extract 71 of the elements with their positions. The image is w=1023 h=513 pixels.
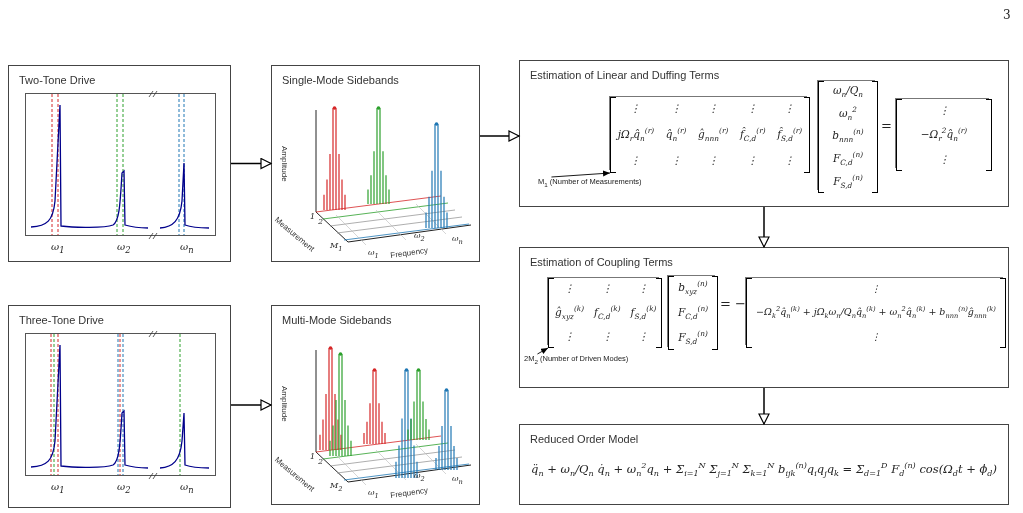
matrix-entry: ⋮ — [638, 331, 649, 343]
panel-card — [271, 305, 480, 505]
axis-tick-label: 1 — [310, 453, 316, 461]
matrix-entry: ⋮ — [630, 155, 642, 167]
panel-title: Two-Tone Drive — [19, 74, 96, 86]
axis-tick-label: ω$_{n}$ — [452, 475, 463, 486]
matrix-entry: ⋮ — [707, 103, 719, 115]
panel-title: Reduced Order Model — [530, 433, 639, 445]
panel-card — [271, 65, 480, 262]
matrix-entry: ⋮ — [707, 155, 719, 167]
axis-tick-label: ω$_{2}$ — [117, 482, 131, 495]
arrow — [230, 399, 272, 411]
equals-sign: = − — [720, 296, 746, 311]
axis-tick-label: ω$_{1}$ — [368, 249, 379, 260]
matrix-entry: ω$_{n}$/Q$_{n}$ — [832, 84, 864, 99]
matrix — [746, 278, 1006, 348]
arrow — [230, 157, 272, 170]
axis-tick-label: 1 — [310, 213, 316, 221]
panel-card — [519, 424, 1009, 505]
axis-tick-label: 2 — [318, 218, 324, 226]
matrix-entry: ⋮ — [630, 103, 642, 115]
axis-title: Amplitude — [280, 386, 288, 422]
arrow — [758, 387, 770, 425]
panel-card — [519, 247, 1009, 388]
panel-card — [8, 65, 231, 262]
axis-tick-label: ω$_{1}$ — [368, 489, 379, 500]
matrix-entry: ⋮ — [871, 331, 881, 343]
axis-tick-label: ω$_{1}$ — [51, 242, 65, 255]
matrix-entry: ⋮ — [938, 153, 950, 166]
equation: q̈$_{n}$ + ω$_{n}$/Q$_{n}$ q̇$_{n}$ + ω$_{n}$$^{2}$q$_{n}$ + Σ$_{i=1}$$^{N}$ Σ$_{j=1}$$^{N}$ Σ$_{k=1}$$^{N}$ b$_{ijk}$$^{(n)}$q$_{i}$q$_{j}$q$_{k}$ = Σ$_{d=1}$$^{D}$ F$_{d}$$^{(n)}$ cos(Ω$_{d}$t + ϕ$_{d}$) — [530, 461, 998, 479]
matrix-entry: ⋮ — [784, 155, 796, 167]
panel-title: Estimation of Coupling Terms — [530, 256, 673, 268]
panel-title: Estimation of Linear and Duffing Terms — [530, 69, 720, 81]
matrix-entry: ⋮ — [601, 331, 613, 343]
matrix-entry: ⋮ — [747, 155, 759, 167]
matrix-entry: ⋮ — [601, 283, 613, 295]
axis-tick-label: 2 — [318, 458, 324, 466]
matrix — [896, 99, 992, 171]
axis-tick-label: ω$_{n}$ — [180, 242, 194, 255]
matrix-entry: ⋮ — [871, 283, 881, 295]
axis-tick-label: ω$_{n}$ — [180, 482, 194, 495]
matrix — [548, 278, 662, 348]
matrix-entry: ⋮ — [564, 331, 576, 343]
panel-title: Single-Mode Sidebands — [282, 74, 399, 86]
matrix-entry: ⋮ — [784, 103, 796, 115]
equals-sign: = — [881, 118, 892, 133]
axis-title: Amplitude — [280, 146, 288, 182]
matrix-entry: ⋮ — [638, 283, 649, 295]
axis-tick-label: ω$_{n}$ — [452, 235, 463, 246]
matrix-entry: ⋮ — [564, 283, 576, 295]
matrix — [818, 81, 878, 193]
matrix-entry: ⋮ — [938, 104, 950, 117]
axis-tick-label: ω$_{2}$ — [117, 242, 131, 255]
arrow — [758, 206, 770, 248]
panel-title: Three-Tone Drive — [19, 314, 104, 326]
matrix-entry: ⋮ — [670, 103, 682, 115]
matrix-entry: ⋮ — [747, 103, 759, 115]
matrix — [668, 276, 718, 350]
axis-tick-label: M$_{2}$ — [330, 482, 343, 493]
axis-tick-label: M$_{1}$ — [330, 242, 343, 253]
page-number: 3 — [1003, 8, 1011, 22]
matrix-entry: ⋮ — [670, 155, 682, 167]
panel-title: Multi-Mode Sidebands — [282, 314, 392, 326]
panel-card — [519, 60, 1009, 207]
arrow — [479, 130, 520, 142]
axis-tick-label: ω$_{1}$ — [51, 482, 65, 495]
axis-tick-label: ω$_{2}$ — [414, 232, 425, 243]
matrix — [610, 97, 810, 173]
panel-card — [8, 305, 231, 508]
axis-title: Frequency — [390, 246, 429, 260]
axis-title: Frequency — [390, 486, 429, 500]
